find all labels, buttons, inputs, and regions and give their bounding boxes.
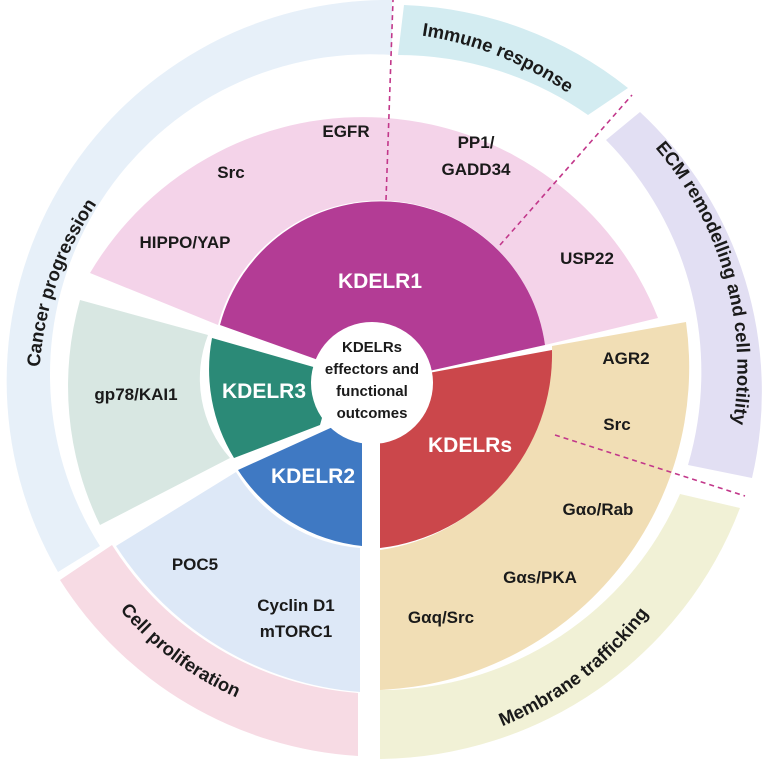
effector-labels: EGFR Src HIPPO/YAP PP1/ GADD34 USP22 gp7… xyxy=(94,122,649,641)
kdelr3-label: KDELR3 xyxy=(222,380,306,403)
divider-line xyxy=(499,94,633,246)
effector-pp1: PP1/ xyxy=(458,133,495,152)
center-line-1: KDELRs xyxy=(342,339,402,356)
center-line-2: effectors and xyxy=(325,361,419,378)
effector-poc5: POC5 xyxy=(172,555,218,574)
kdelrs-label: KDELRs xyxy=(428,434,512,457)
kdelr1-label: KDELR1 xyxy=(338,270,422,293)
effector-src-2: Src xyxy=(603,415,630,434)
kdelr2-effector-region xyxy=(116,472,360,692)
effector-agr2: AGR2 xyxy=(602,349,649,368)
center-circle xyxy=(311,322,433,444)
effector-gaq-src: Gαq/Src xyxy=(408,608,474,627)
effector-hippo-yap: HIPPO/YAP xyxy=(139,233,230,252)
immune-response-band xyxy=(398,5,628,115)
dashed-dividers xyxy=(385,0,746,497)
receptor-labels: KDELR1 KDELR3 KDELR2 KDELRs xyxy=(222,270,512,488)
effector-src-1: Src xyxy=(217,163,244,182)
kdelr1-effector-region xyxy=(90,117,658,345)
cell-proliferation-band xyxy=(60,545,358,756)
kdelr3-effector-region xyxy=(68,300,230,525)
cancer-progression-band xyxy=(6,0,392,572)
effector-gp78-kai1: gp78/KAI1 xyxy=(94,385,177,404)
effector-cyclin-d1: Cyclin D1 xyxy=(257,596,334,615)
effector-mtorc1: mTORC1 xyxy=(260,622,332,641)
kdelr2-label: KDELR2 xyxy=(271,465,355,488)
effector-egfr: EGFR xyxy=(322,122,369,141)
effector-gadd34: GADD34 xyxy=(442,160,512,179)
kdelrs-effector-region xyxy=(380,322,690,690)
membrane-trafficking-band xyxy=(380,494,740,759)
effector-usp22: USP22 xyxy=(560,249,614,268)
effector-gas-pka: Gαs/PKA xyxy=(503,568,577,587)
kdelr1-sector xyxy=(220,201,545,382)
center-line-3: functional xyxy=(336,383,408,400)
effector-ring xyxy=(68,117,690,692)
center-line-4: outcomes xyxy=(337,405,408,422)
ecm-band xyxy=(606,112,762,478)
kdelr2-sector xyxy=(238,420,362,546)
divider-line xyxy=(554,434,746,497)
center-label: KDELRs effectors and functional outcomes xyxy=(325,339,419,422)
divider-line xyxy=(385,0,394,201)
effector-gao-rab: Gαo/Rab xyxy=(563,500,634,519)
outcome-ring xyxy=(6,0,762,759)
